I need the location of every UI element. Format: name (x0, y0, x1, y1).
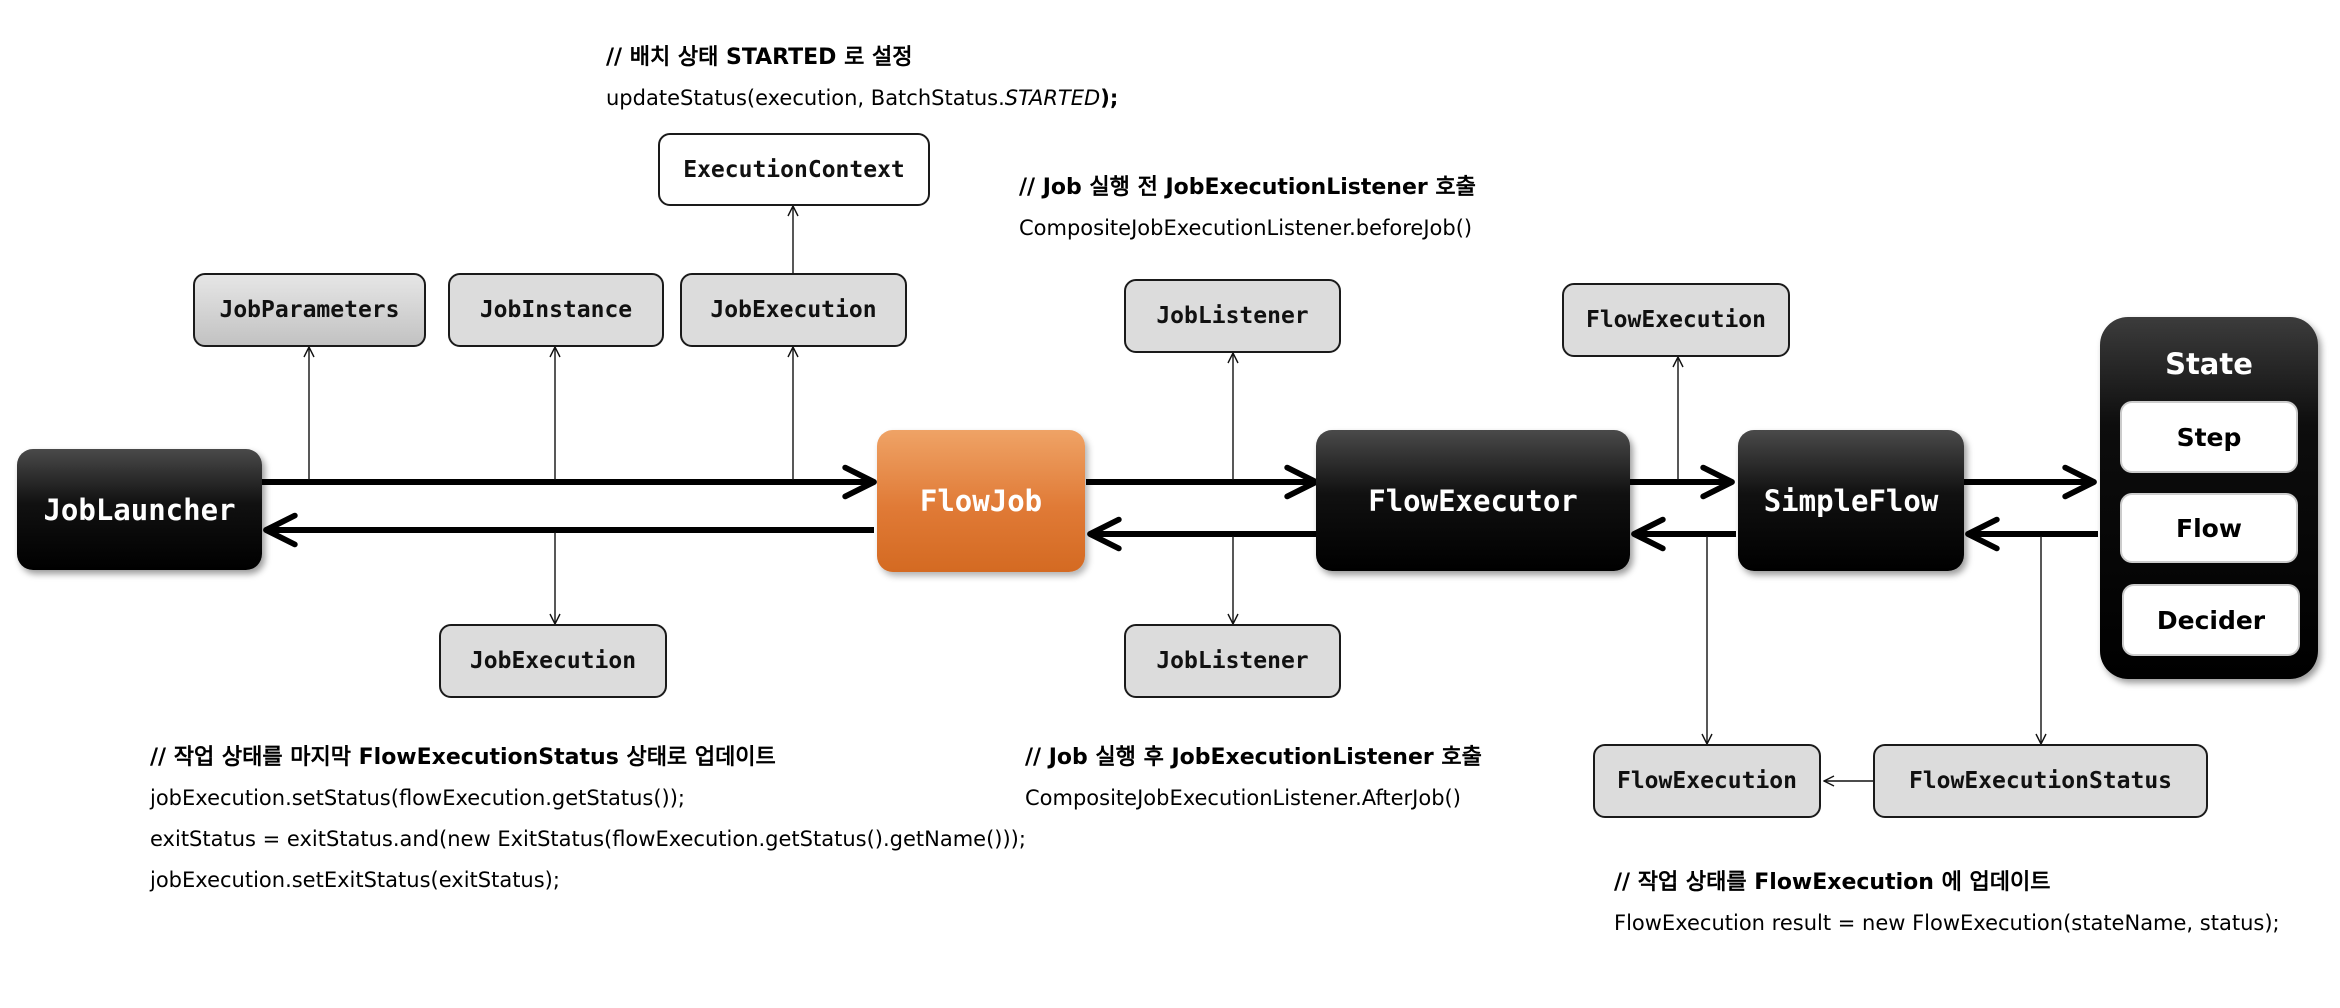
code-suffix: ); (1100, 86, 1119, 110)
note-final-status-title: // 작업 상태를 마지막 FlowExecutionStatus 상태로 업데… (150, 745, 776, 770)
note-after-job: // Job 실행 후 JobExecutionListener 호출 Comp… (1025, 738, 1482, 819)
state-item-step: Step (2120, 401, 2298, 473)
execution-context-box: ExecutionContext (658, 133, 930, 206)
note-flow-execution-update: // 작업 상태를 FlowExecution 에 업데이트 FlowExecu… (1614, 863, 2280, 944)
state-title: State (2165, 347, 2253, 381)
flow-job-box: FlowJob (877, 430, 1085, 572)
note-batch-status: // 배치 상태 STARTED 로 설정 updateStatus(execu… (606, 38, 1118, 119)
job-listener-top-box: JobListener (1124, 279, 1341, 353)
note-batch-status-code: updateStatus(execution, BatchStatus.STAR… (606, 78, 1118, 119)
note-final-status-line-1: jobExecution.setStatus(flowExecution.get… (150, 786, 685, 810)
note-final-status-line-3: jobExecution.setExitStatus(exitStatus); (150, 868, 560, 892)
job-parameters-box: JobParameters (193, 273, 426, 347)
note-final-status-line-2: exitStatus = exitStatus.and(new ExitStat… (150, 827, 1026, 851)
job-instance-box: JobInstance (448, 273, 664, 347)
flow-execution-top-box: FlowExecution (1562, 283, 1790, 357)
flow-executor-box: FlowExecutor (1316, 430, 1630, 571)
note-before-job: // Job 실행 전 JobExecutionListener 호출 Comp… (1019, 168, 1476, 249)
note-before-job-code: CompositeJobExecutionListener.beforeJob(… (1019, 216, 1473, 240)
state-container: State Step Flow Decider (2100, 317, 2318, 679)
note-flow-execution-update-code: FlowExecution result = new FlowExecution… (1614, 911, 2280, 935)
note-batch-status-title: // 배치 상태 STARTED 로 설정 (606, 45, 913, 70)
note-before-job-title: // Job 실행 전 JobExecutionListener 호출 (1019, 175, 1476, 200)
simple-flow-box: SimpleFlow (1738, 430, 1964, 571)
note-after-job-code: CompositeJobExecutionListener.AfterJob() (1025, 786, 1461, 810)
note-flow-execution-update-title: // 작업 상태를 FlowExecution 에 업데이트 (1614, 870, 2051, 895)
note-final-status: // 작업 상태를 마지막 FlowExecutionStatus 상태로 업데… (150, 738, 1026, 901)
flow-execution-status-box: FlowExecutionStatus (1873, 744, 2208, 818)
job-execution-top-box: JobExecution (680, 273, 907, 347)
job-launcher-box: JobLauncher (17, 449, 262, 570)
flow-execution-bottom-box: FlowExecution (1593, 744, 1821, 818)
code-italic: STARTED (1004, 86, 1101, 110)
state-item-decider: Decider (2122, 584, 2300, 656)
state-item-flow: Flow (2120, 493, 2298, 563)
note-after-job-title: // Job 실행 후 JobExecutionListener 호출 (1025, 745, 1482, 770)
code-prefix: updateStatus(execution, BatchStatus. (606, 86, 1005, 110)
job-execution-bottom-box: JobExecution (439, 624, 667, 698)
job-listener-bottom-box: JobListener (1124, 624, 1341, 698)
